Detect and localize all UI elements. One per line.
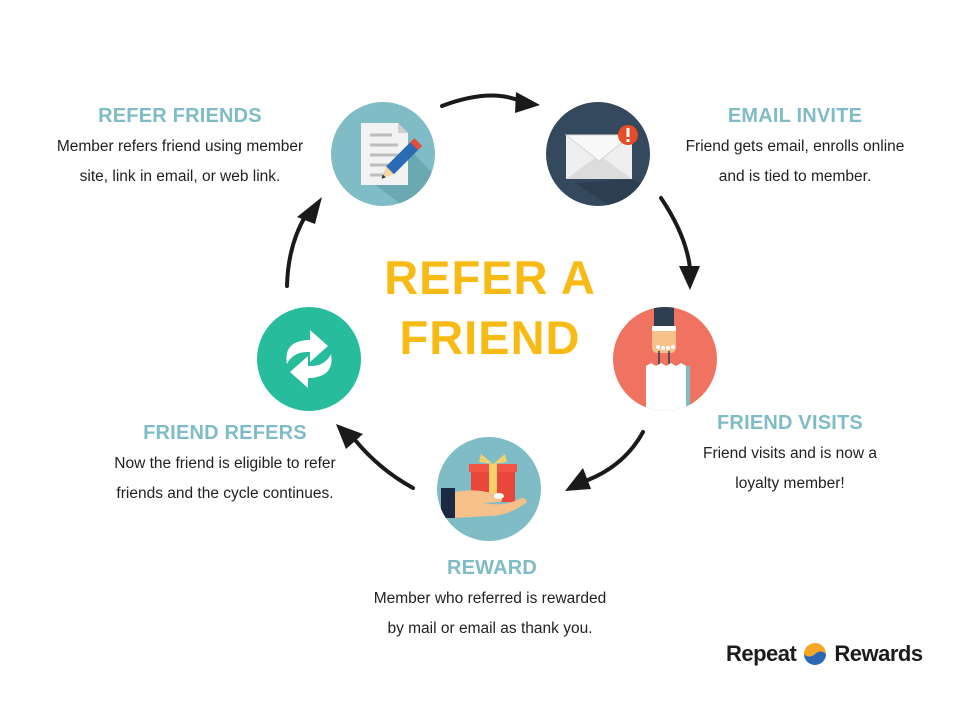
step-refer-friends-title: REFER FRIENDS — [98, 105, 262, 127]
arrow-right-lower — [586, 430, 645, 482]
refresh-cycle-icon — [256, 306, 362, 417]
arrowhead-left-upper — [297, 197, 322, 224]
step-reward-desc: Member who referred is rewarded by mail … — [373, 590, 607, 637]
envelope-alert-icon — [545, 101, 651, 212]
step-email-invite-desc: Friend gets email, enrolls online and is… — [685, 138, 905, 185]
arrow-top — [440, 93, 522, 108]
step-friend-refers-title: FRIEND REFERS — [143, 422, 307, 444]
step-refer-friends-desc: Member refers friend using member site, … — [56, 138, 304, 185]
arrowhead-right-upper — [679, 266, 700, 290]
logo-text-left: Repeat — [726, 641, 797, 666]
center-title-line2: FRIEND — [399, 311, 581, 364]
arrowhead-top — [515, 92, 540, 113]
logo-swirl-icon — [804, 643, 827, 665]
center-title: REFER A FRIEND — [330, 248, 650, 368]
arrowhead-right-lower — [565, 468, 591, 491]
arrowhead-left-lower — [336, 424, 363, 449]
step-email-invite-title: EMAIL INVITE — [727, 105, 863, 127]
document-pencil-icon — [330, 101, 436, 212]
shopping-bag-hand-icon — [612, 306, 718, 417]
step-friend-refers-desc: Now the friend is eligible to refer frie… — [114, 455, 336, 502]
step-friend-visits-desc: Friend visits and is now a loyalty membe… — [702, 445, 878, 492]
logo-text-right: Rewards — [834, 641, 923, 666]
center-title-line1: REFER A — [384, 251, 596, 304]
arrow-left-upper — [285, 213, 308, 288]
step-reward-title: REWARD — [446, 557, 538, 579]
step-friend-visits-title: FRIEND VISITS — [717, 412, 863, 434]
repeat-rewards-logo: Repeat Rewards — [726, 641, 923, 667]
gift-hand-icon — [436, 436, 542, 547]
arrow-right-upper — [659, 196, 692, 270]
arrow-left-lower — [353, 438, 415, 490]
